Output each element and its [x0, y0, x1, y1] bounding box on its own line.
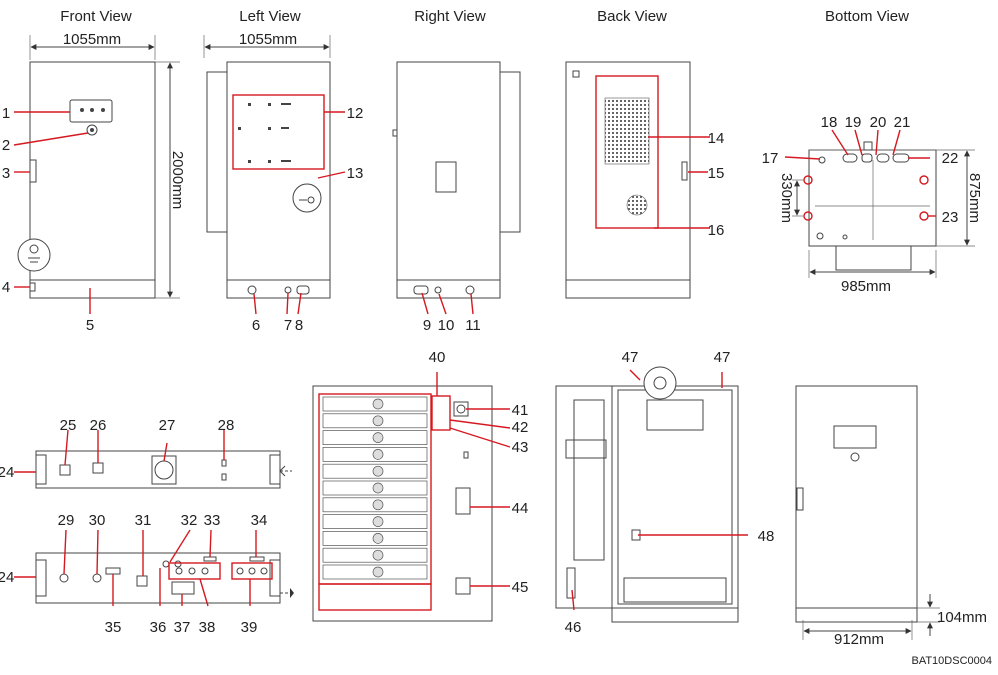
- module-front-panel: [14, 429, 292, 489]
- callout-10: 10: [438, 317, 455, 334]
- callout-24: 24: [0, 464, 14, 481]
- callout-22: 22: [942, 150, 959, 167]
- right-view-title: Right View: [414, 8, 486, 25]
- bottom-width-label: 985mm: [841, 278, 891, 295]
- right-view: [392, 61, 521, 315]
- callout-34: 34: [251, 512, 268, 529]
- callout-41: 41: [512, 402, 529, 419]
- callout-27: 27: [159, 417, 176, 434]
- pack-fan-icon: [372, 499, 384, 511]
- left-width-label: 1055mm: [239, 31, 297, 48]
- callout-47: 47: [622, 349, 639, 366]
- callout-15: 15: [708, 165, 725, 182]
- callout-17: 17: [762, 150, 779, 167]
- callout-21: 21: [894, 114, 911, 131]
- back-view: [565, 61, 710, 299]
- callout-5: 5: [86, 317, 94, 334]
- callout-16: 16: [708, 222, 725, 239]
- bottom-view: 875mm 330mm 985mm: [778, 129, 983, 295]
- callout-14: 14: [708, 130, 725, 147]
- pack-fan-icon: [372, 482, 384, 494]
- left-view: 1055mm: [203, 31, 346, 315]
- callout-25: 25: [60, 417, 77, 434]
- callout-8: 8: [295, 317, 303, 334]
- callout-6: 6: [252, 317, 260, 334]
- pack-fan-icon: [372, 516, 384, 527]
- pack-fan-icon: [372, 533, 384, 544]
- front-view-title: Front View: [60, 8, 132, 25]
- callout-24: 24: [0, 569, 14, 586]
- callout-2: 2: [2, 137, 10, 154]
- callout-31: 31: [135, 512, 152, 529]
- callout-37: 37: [174, 619, 191, 636]
- pack-fan-icon: [372, 415, 384, 427]
- callout-47: 47: [714, 349, 731, 366]
- callout-43: 43: [512, 439, 529, 456]
- callout-19: 19: [845, 114, 862, 131]
- callout-13: 13: [347, 165, 364, 182]
- bottom-view-title: Bottom View: [825, 8, 909, 25]
- door-open-view: [555, 366, 748, 623]
- callout-7: 7: [284, 317, 292, 334]
- callout-45: 45: [512, 579, 529, 596]
- front-view: 1055mm 2000mm: [13, 31, 186, 314]
- callout-30: 30: [89, 512, 106, 529]
- callout-18: 18: [821, 114, 838, 131]
- pack-fan-icon: [372, 432, 384, 443]
- pack-fan-icon: [372, 566, 384, 578]
- callout-36: 36: [150, 619, 167, 636]
- callout-38: 38: [199, 619, 216, 636]
- callout-35: 35: [105, 619, 122, 636]
- height-label: 2000mm: [169, 151, 186, 209]
- callout-40: 40: [429, 349, 446, 366]
- callout-20: 20: [870, 114, 887, 131]
- callout-4: 4: [2, 279, 10, 296]
- pack-fan-icon: [372, 398, 384, 410]
- pack-fan-icon: [372, 549, 384, 561]
- callout-9: 9: [423, 317, 431, 334]
- callout-28: 28: [218, 417, 235, 434]
- pack-fan-icon: [372, 465, 384, 477]
- left-view-title: Left View: [239, 8, 301, 25]
- callout-29: 29: [58, 512, 75, 529]
- callout-1: 1: [2, 105, 10, 122]
- callout-26: 26: [90, 417, 107, 434]
- callout-32: 32: [181, 512, 198, 529]
- base-height-label: 104mm: [937, 609, 987, 626]
- callout-3: 3: [2, 165, 10, 182]
- callout-12: 12: [347, 105, 364, 122]
- base-width-label: 912mm: [834, 631, 884, 648]
- battery-packs: [322, 396, 428, 580]
- callout-42: 42: [512, 419, 529, 436]
- module-bottom-panel: [14, 529, 294, 607]
- callout-33: 33: [204, 512, 221, 529]
- callout-11: 11: [465, 317, 481, 334]
- callout-39: 39: [241, 619, 258, 636]
- callout-44: 44: [512, 500, 529, 517]
- battery-rack-view: [312, 372, 511, 622]
- back-view-title: Back View: [597, 8, 667, 25]
- callout-46: 46: [565, 619, 582, 636]
- figure-code: BAT10DSC0004: [911, 655, 992, 667]
- front-width-label: 1055mm: [63, 31, 121, 48]
- bottom-hole-label: 330mm: [778, 173, 795, 223]
- callout-48: 48: [758, 528, 775, 545]
- bottom-depth-label: 875mm: [966, 173, 983, 223]
- cabinet-closed-view: 104mm 912mm: [795, 385, 987, 648]
- callout-23: 23: [942, 209, 959, 226]
- pack-fan-icon: [372, 449, 384, 460]
